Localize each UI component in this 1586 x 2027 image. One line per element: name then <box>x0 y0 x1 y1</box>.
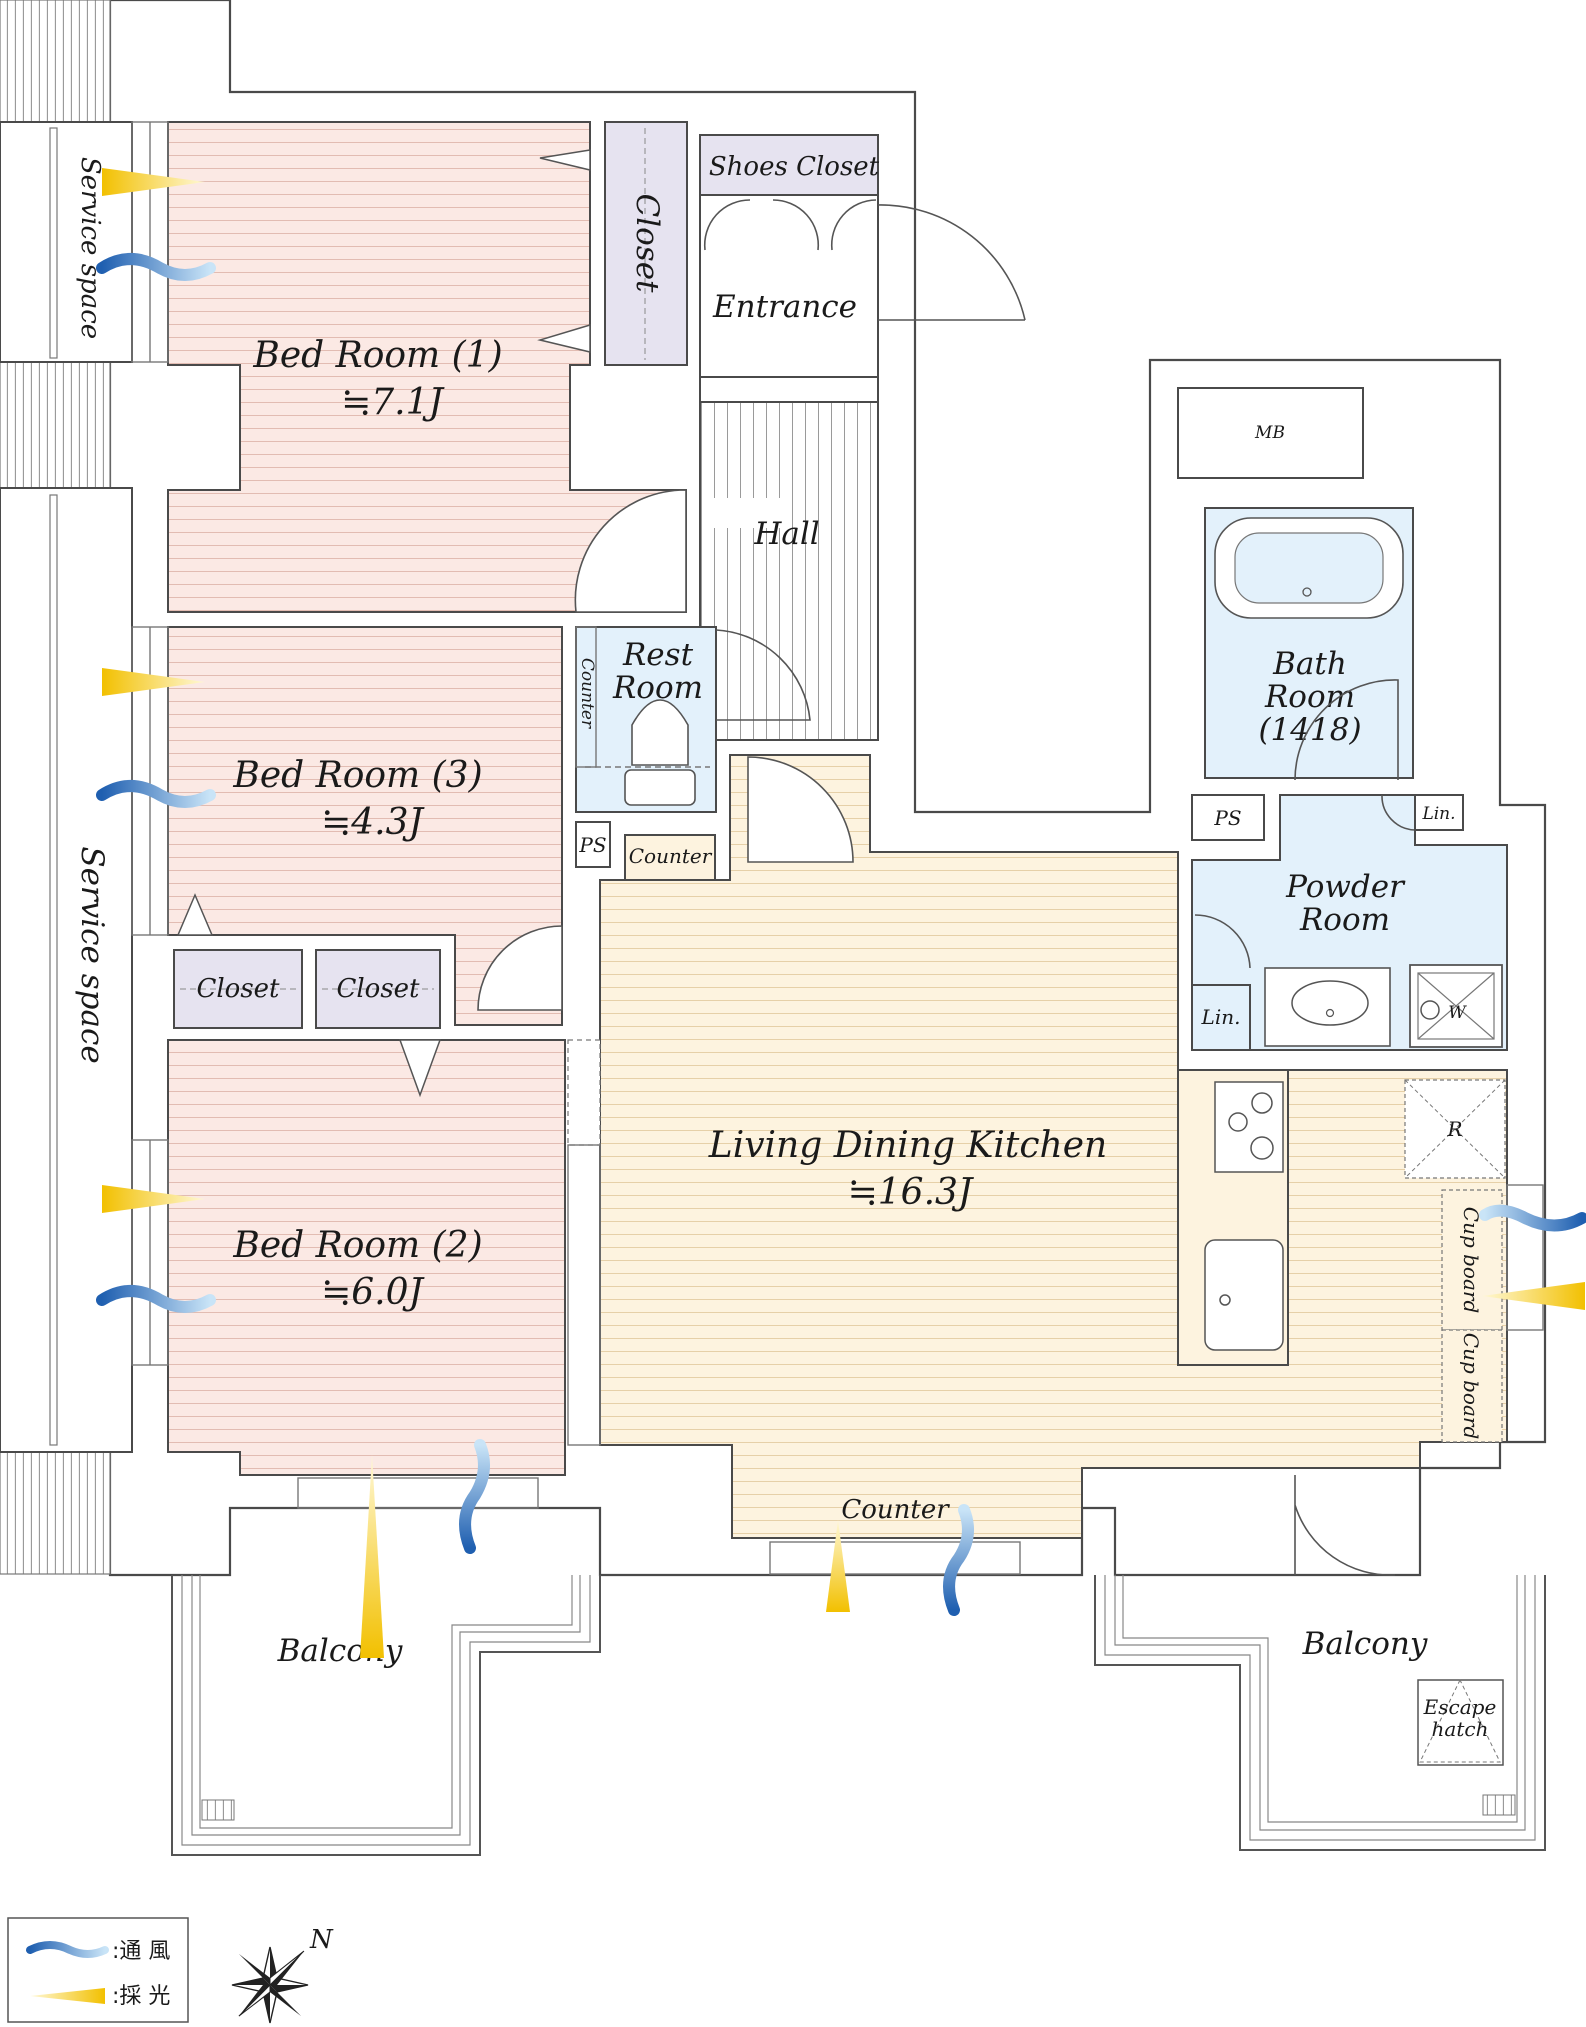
closet-a-label: Closet <box>196 974 280 1004</box>
balcony-left-label: Balcony <box>277 1633 403 1669</box>
cupboard-a-label: Cup board <box>1459 1207 1483 1313</box>
closet-a: Closet <box>173 893 303 1029</box>
light-arrows <box>102 168 1585 1658</box>
service-space-main: Service space <box>0 487 133 1453</box>
fridge-label: R <box>1446 1117 1462 1141</box>
balcony-right-label: Balcony <box>1302 1626 1428 1662</box>
closet-b-label: Closet <box>336 974 420 1004</box>
bedroom-3-name: Bed Room (3) <box>232 755 482 796</box>
ldk-door <box>747 756 854 863</box>
bedroom-2-name: Bed Room (2) <box>232 1225 482 1266</box>
entrance-door <box>877 204 1026 321</box>
left-windows <box>131 121 169 1366</box>
linen-a-label: Lin. <box>1421 804 1455 824</box>
right-window <box>1506 1184 1544 1331</box>
closet-vertical: Closet <box>537 121 688 366</box>
bedroom-2: Bed Room (2) ≒6.0J <box>167 1039 566 1476</box>
powder-line1: Powder <box>1285 869 1406 905</box>
bedroom-1: Bed Room (1) ≒7.1J <box>167 121 687 613</box>
bedroom-3: Bed Room (3) ≒4.3J <box>167 626 563 1026</box>
balcony-right: Balcony <box>1094 1475 1546 1851</box>
shoes-closet-label: Shoes Closet <box>709 152 880 182</box>
bottom-window <box>297 1477 539 1509</box>
balcony-left: Balcony <box>171 1575 601 1856</box>
powder-line2: Room <box>1299 902 1390 938</box>
rest-room-line1: Rest <box>622 637 694 673</box>
ldk-name: Living Dining Kitchen <box>708 1125 1107 1166</box>
outer-walls <box>108 0 1547 1577</box>
escape-hatch: Escape hatch <box>1417 1678 1504 1766</box>
legend-light-label: :採 光 <box>112 1984 170 2009</box>
closet-b: Closet <box>315 949 442 1098</box>
vanity <box>1264 967 1391 1047</box>
escape-line1: Escape <box>1423 1695 1497 1719</box>
counter-ldk-label: Counter <box>841 1495 950 1525</box>
bedroom-3-door <box>477 925 563 1011</box>
mb-label: MB <box>1254 423 1285 443</box>
washer: W <box>1409 964 1503 1048</box>
shoes-closet: Shoes Closet <box>699 134 880 196</box>
hall-label: Hall <box>753 516 819 552</box>
legend-light-icon <box>30 1988 105 2004</box>
ps-box: PS <box>1191 794 1265 841</box>
bedroom-3-area: ≒4.3J <box>321 802 425 843</box>
bedroom-1-name: Bed Room (1) <box>252 335 502 376</box>
cupboard-b: Cup board <box>1441 1329 1503 1443</box>
compass: N <box>231 1925 334 2024</box>
counter-hall: Counter <box>624 834 716 881</box>
entrance: Entrance <box>699 194 879 378</box>
linen-b: Lin. <box>1191 984 1251 1051</box>
linen-b-label: Lin. <box>1201 1005 1241 1029</box>
escape-line2: hatch <box>1432 1717 1489 1741</box>
bath-line2: Room <box>1264 679 1355 715</box>
bedroom-2-area: ≒6.0J <box>321 1272 425 1313</box>
mb-box: MB <box>1177 387 1364 479</box>
ps-small-label: PS <box>578 833 606 857</box>
bath-room: Bath Room (1418) <box>1204 507 1414 781</box>
ps-small: PS <box>575 821 611 868</box>
bedroom-1-area: ≒7.1J <box>341 382 445 423</box>
counter-ldk: Counter <box>769 1495 1021 1575</box>
hall: Hall <box>699 376 879 741</box>
ps-box-label: PS <box>1213 806 1241 830</box>
bath-line3: (1418) <box>1258 712 1361 748</box>
kitchen-counter <box>1177 1069 1289 1366</box>
service-space-top-label: Service space <box>75 157 105 339</box>
service-space-main-label: Service space <box>74 846 110 1063</box>
linen-a: Lin. <box>1414 794 1464 831</box>
closet-vertical-label: Closet <box>629 193 665 293</box>
ldk-area: ≒16.3J <box>848 1172 975 1213</box>
left-hatch-strips <box>0 0 111 1575</box>
counter-rest-label: Counter <box>577 658 597 729</box>
fridge: R <box>1404 1079 1506 1179</box>
cupboard-b-label: Cup board <box>1459 1333 1483 1439</box>
washer-label: W <box>1448 1003 1467 1023</box>
legend-wind-label: :通 風 <box>112 1939 170 1964</box>
wind-arrows <box>96 253 1586 1616</box>
entrance-label: Entrance <box>712 289 857 325</box>
legend-wind-icon <box>26 1941 109 1958</box>
legend: :通 風 :採 光 <box>7 1917 189 2023</box>
counter-hall-label: Counter <box>629 844 713 868</box>
rest-room: Counter Rest Room <box>575 626 811 813</box>
bedroom-1-door <box>574 489 687 613</box>
compass-label: N <box>309 1925 334 1955</box>
bath-line1: Bath <box>1272 646 1347 682</box>
service-space-top: Service space <box>0 121 133 363</box>
